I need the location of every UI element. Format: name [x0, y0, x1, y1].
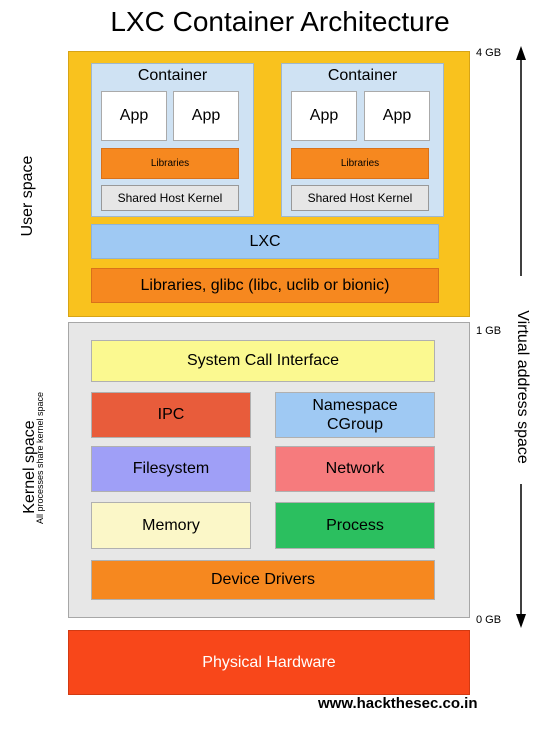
container-1-libraries: Libraries	[101, 148, 239, 179]
website-footer: www.hackthesec.co.in	[318, 695, 478, 712]
ipc-box: IPC	[91, 392, 251, 438]
container-2-app-2: App	[364, 91, 430, 141]
device-drivers-box: Device Drivers	[91, 560, 435, 600]
virtual-address-label: Virtual address space	[514, 310, 531, 464]
gb-marker-4: 4 GB	[476, 47, 502, 59]
container-2-shared-host-kernel: Shared Host Kernel	[291, 185, 429, 211]
lxc-layer: LXC	[91, 224, 439, 259]
virtual-address-arrow	[516, 46, 526, 628]
system-call-interface: System Call Interface	[91, 340, 435, 382]
container-1-app-1: App	[101, 91, 167, 141]
memory-box: Memory	[91, 502, 251, 549]
gb-marker-0: 0 GB	[476, 614, 502, 626]
diagram-title: LXC Container Architecture	[110, 6, 450, 37]
namespace-cgroup-box: Namespace CGroup	[275, 392, 435, 438]
container-2-libraries: Libraries	[291, 148, 429, 179]
virtual-address-label-wrap: Virtual address space	[510, 277, 534, 497]
kernel-space-note-wrap: All processes share kernel space	[33, 358, 47, 558]
container-2-app-1: App	[291, 91, 357, 141]
container-1-shared-host-kernel: Shared Host Kernel	[101, 185, 239, 211]
glibc-libraries-layer: Libraries, glibc (libc, uclib or bionic)	[91, 268, 439, 303]
container-2-label: Container	[327, 67, 398, 84]
network-box: Network	[275, 446, 435, 492]
user-space-label-wrap: User space	[16, 86, 40, 306]
user-space-label: User space	[19, 155, 36, 237]
container-1-app-2: App	[173, 91, 239, 141]
container-1-label: Container	[137, 67, 208, 84]
process-box: Process	[275, 502, 435, 549]
gb-marker-1: 1 GB	[476, 325, 502, 337]
physical-hardware-layer: Physical Hardware	[68, 630, 470, 695]
filesystem-box: Filesystem	[91, 446, 251, 492]
kernel-space-note: All processes share kernel space	[35, 391, 45, 525]
